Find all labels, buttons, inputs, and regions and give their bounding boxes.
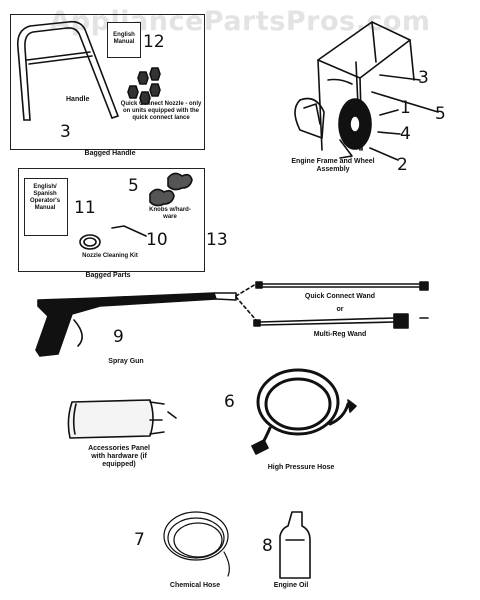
callout-5-frame: 5 [435, 104, 446, 124]
bagged-parts-box [18, 168, 205, 272]
high-pressure-hose-caption: High Pressure Hose [267, 464, 335, 471]
handle-drawing [16, 20, 119, 121]
handle-manual-card [107, 22, 141, 58]
wand-or-label: or [336, 306, 344, 313]
engine-oil-caption: Engine Oil [273, 582, 309, 589]
callout-1-frame: 1 [400, 98, 411, 118]
callout-8: 8 [262, 536, 273, 556]
bagged-handle-box [10, 14, 205, 150]
multi-reg-wand-label: Multi-Reg Wand [313, 331, 367, 338]
bagged-handle-caption: Bagged Handle [84, 150, 136, 157]
operator-manual-label: English/ Spanish Operator's Manual [29, 184, 61, 211]
callout-7: 7 [134, 530, 145, 550]
spray-gun-caption: Spray Gun [108, 358, 144, 365]
callout-3-frame: 3 [418, 68, 429, 88]
bagged-parts-caption: Bagged Parts [85, 272, 131, 279]
hose-fitting-left [251, 439, 269, 455]
callout-3-handle: 3 [60, 122, 71, 142]
engine-frame-caption: Engine Frame and Wheel Assembly [291, 158, 375, 173]
engine-oil-bottle-drawing [279, 511, 311, 579]
callout-2-frame: 2 [397, 155, 408, 175]
callout-13: 13 [206, 230, 228, 250]
operator-manual-card [24, 178, 68, 236]
quick-connect-nozzle-label: Quick Connect Nozzle - only on units equ… [120, 101, 202, 121]
spray-gun-drawing [35, 292, 237, 357]
chemical-hose-drawing [163, 511, 230, 577]
callout-5-knobs: 5 [128, 176, 139, 196]
knobs-label: Knobs w/hard- ware [149, 207, 191, 220]
chemical-hose-caption: Chemical Hose [169, 582, 221, 589]
handle-manual-label: English Manual [113, 32, 135, 45]
multi-reg-wand-drawing [253, 313, 429, 329]
callout-11: 11 [74, 198, 96, 218]
quick-connect-wand-drawing [255, 281, 429, 291]
high-pressure-hose-drawing [256, 368, 350, 452]
quick-connect-wand-label: Quick Connect Wand [304, 293, 376, 300]
wand-connection-lines [235, 283, 257, 321]
quick-connect-nozzles-drawing [127, 67, 161, 105]
knobs-drawing [149, 172, 193, 207]
callout-6: 6 [224, 392, 235, 412]
callout-12: 12 [143, 32, 165, 52]
accessories-panel-drawing [67, 399, 177, 439]
hose-fitting-right [347, 399, 357, 413]
callout-10: 10 [146, 230, 168, 250]
handle-label: Handle [66, 96, 90, 103]
callout-4-frame: 4 [400, 124, 411, 144]
nozzle-kit-label: Nozzle Cleaning Kit [82, 253, 138, 259]
callout-9: 9 [113, 327, 124, 347]
nozzle-cleaning-kit-drawing [79, 225, 147, 250]
accessories-caption: Accessories Panel with hardware (if equi… [88, 445, 150, 468]
